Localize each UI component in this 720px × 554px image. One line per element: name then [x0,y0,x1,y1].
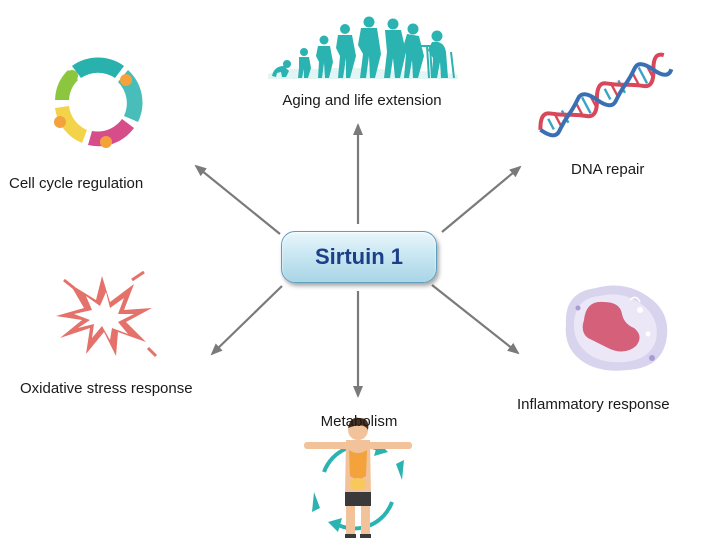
label-aging: Aging and life extension [282,92,442,109]
label-cell-cycle: Cell cycle regulation [9,175,144,192]
sirtuin-hub: Sirtuin 1 [281,231,437,283]
arrow-to-dna [441,165,522,233]
human-body-cycle-icon [304,417,412,538]
label-dna-repair: DNA repair [571,161,645,178]
immune-cell-icon [565,285,668,371]
arrow-to-oxidative [210,285,283,356]
connector-arrows [194,123,522,398]
hub-label: Sirtuin 1 [314,244,403,269]
human-evolution-icon [268,16,458,79]
dna-helix-icon [538,52,674,138]
cell-cycle-ring-icon [52,56,144,148]
arrow-to-inflammatory [431,284,520,355]
burst-icon [56,270,158,358]
label-oxidative: Oxidative stress response [20,380,193,397]
label-inflammatory: Inflammatory response [517,396,670,413]
label-metabolism: Metabolism [320,413,398,430]
arrow-to-cellcycle [194,164,281,235]
